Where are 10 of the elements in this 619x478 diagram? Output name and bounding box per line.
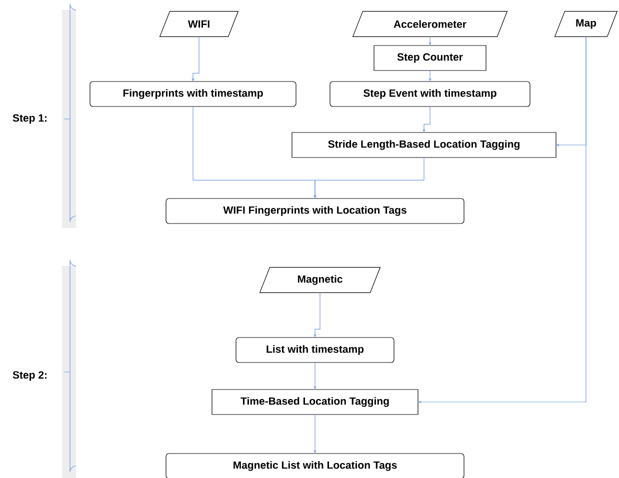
step-label: Step 2: (12, 371, 46, 381)
process-box: Time-Based Location Tagging (212, 389, 418, 415)
process-box: Step Counter (374, 45, 486, 71)
rounded-box: List with timestamp (236, 337, 394, 363)
rounded-box: Fingerprints with timestamp (90, 81, 296, 107)
rounded-box: WIFI Fingerprints with Location Tags (166, 198, 464, 224)
rounded-box: Step Event with timestamp (330, 81, 530, 107)
process-box: Stride Length-Based Location Tagging (292, 132, 556, 158)
rounded-box: Magnetic List with Location Tags (166, 453, 464, 478)
step-label: Step 1: (12, 114, 46, 124)
